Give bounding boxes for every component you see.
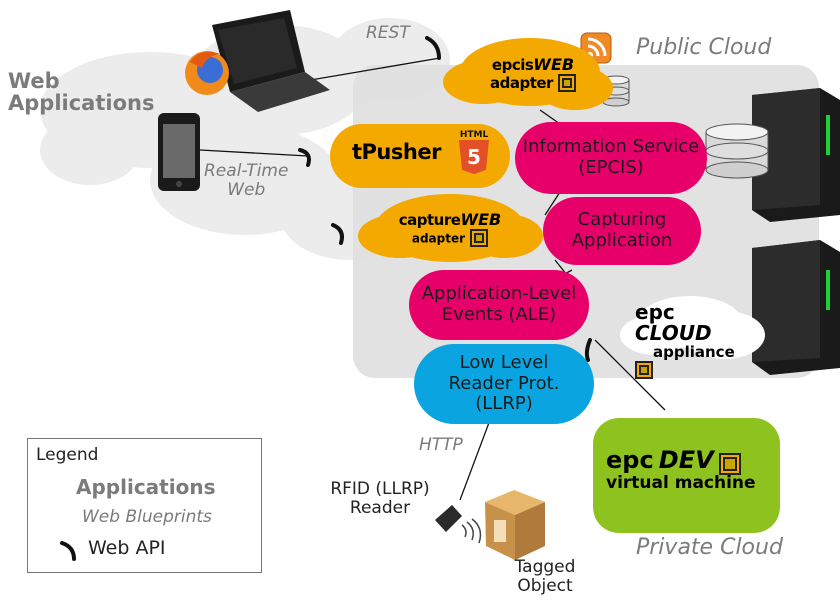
phone-to-tpusher-line: [199, 149, 309, 157]
dev-to-ale-line: [594, 339, 666, 411]
epcis-to-info-line: [539, 109, 561, 125]
epcis-web-adapter: epcisWEB adapter: [478, 55, 588, 93]
application-level-events: Application-Level Events (ALE): [409, 270, 589, 340]
real-time-web-label: Real-Time Web: [204, 161, 289, 201]
package-icon: [485, 490, 545, 560]
web-api-icon: [298, 148, 311, 167]
database-icon: [705, 123, 769, 179]
capturing-application: Capturing Application: [543, 197, 701, 265]
epc-cloud-prefix: epc: [635, 300, 675, 324]
legend-web-blueprints: Web Blueprints: [82, 507, 212, 527]
capture-adapter-brand: WEB: [460, 210, 502, 229]
web-api-icon: [331, 223, 344, 245]
epc-cloud-appliance-shape: [620, 296, 765, 359]
epc-cloud-brand: CLOUD: [635, 321, 712, 345]
server-icon: [752, 88, 840, 222]
capture-adapter-prefix: capture: [398, 211, 461, 229]
firefox-icon: [185, 51, 229, 95]
chip-icon: [635, 360, 653, 379]
chip-icon: [718, 452, 741, 475]
tpusher-component: tPusher: [352, 140, 441, 164]
legend-title: Legend: [36, 445, 99, 465]
tpusher-label: tPusher: [352, 140, 441, 164]
chip-icon: [470, 228, 489, 247]
web-api-icon: [425, 36, 441, 60]
low-level-reader-protocol: Low Level Reader Prot. (LLRP): [414, 344, 594, 424]
web-api-icon: [60, 541, 76, 561]
rest-label: REST: [366, 23, 410, 43]
epc-cloud-appliance: epc CLOUD appliance: [635, 302, 755, 379]
web-applications-label: Web Applications: [8, 69, 155, 116]
legend-applications: Applications: [76, 475, 216, 499]
rfid-reader-label: RFID (LLRP) Reader: [330, 479, 430, 519]
epc-dev-virtual-machine: epc DEV virtual machine: [606, 446, 778, 493]
epc-dev-suffix: virtual machine: [606, 472, 756, 493]
rfid-reader-icon: [435, 505, 482, 544]
web-api-icon: [584, 338, 592, 362]
laptop-icon: [212, 10, 330, 112]
legend-web-api: Web API: [88, 537, 166, 559]
llrp-to-reader-line: [459, 419, 491, 501]
legend-box: Legend Applications Web Blueprints Web A…: [27, 438, 262, 573]
http-label: HTTP: [419, 435, 463, 455]
smartphone-icon: [158, 113, 200, 191]
html5-badge: HTML: [459, 130, 489, 140]
epc-dev-box: [593, 418, 780, 533]
capture-web-adapter: captureWEB adapter: [390, 210, 510, 247]
epcis-adapter-suffix: adapter: [489, 73, 553, 92]
information-service: Information Service (EPCIS): [515, 122, 707, 194]
server-icon: [752, 240, 840, 375]
epcis-adapter-prefix: epcis: [491, 56, 534, 74]
epc-dev-brand: DEV: [658, 446, 714, 474]
html5-number: 5: [467, 145, 481, 169]
epc-cloud-suffix: appliance: [653, 343, 735, 361]
html5-icon: HTML 5: [457, 130, 491, 174]
epc-dev-prefix: epc: [606, 446, 654, 474]
chip-icon: [558, 74, 577, 93]
epcis-adapter-brand: WEB: [533, 55, 575, 74]
info-to-capture-line: [544, 191, 561, 216]
public-cloud-label: Public Cloud: [636, 35, 772, 60]
private-cloud-label: Private Cloud: [636, 535, 783, 560]
tagged-object-label: Tagged Object: [514, 557, 576, 597]
capture-adapter-suffix: adapter: [411, 231, 466, 246]
